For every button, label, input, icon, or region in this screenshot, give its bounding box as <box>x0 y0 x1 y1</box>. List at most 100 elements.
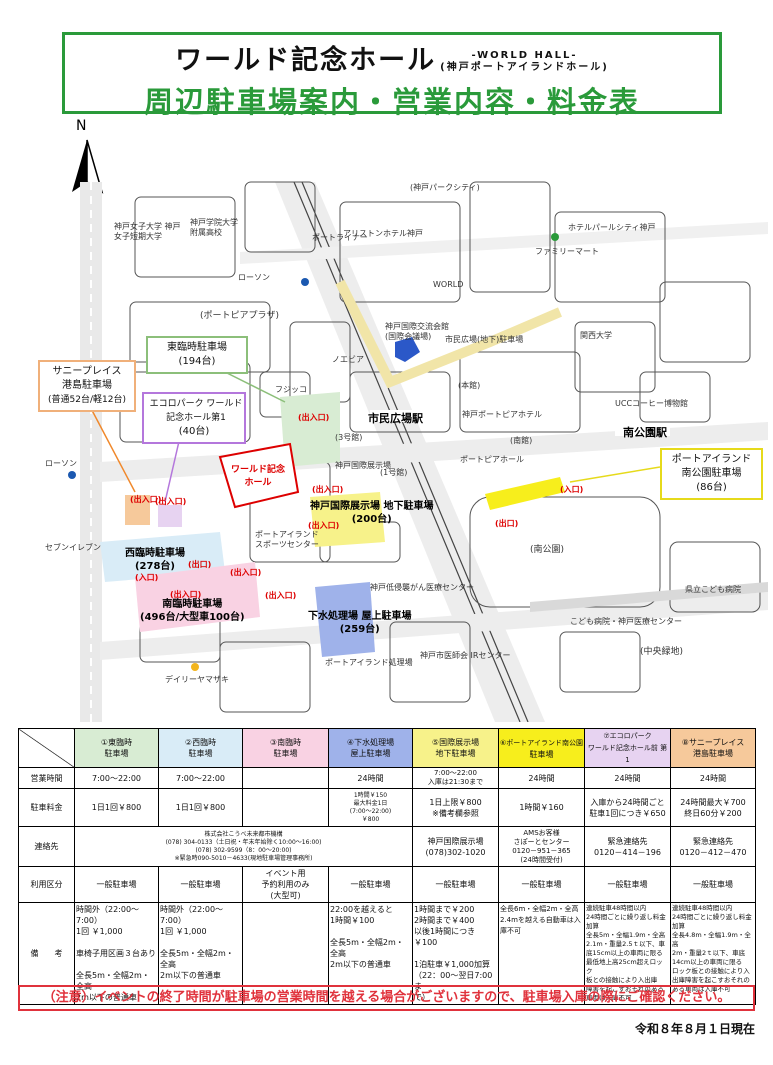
contact-5b: (078)302-1020 <box>425 847 486 857</box>
fee-4a: 1時間￥150 <box>353 791 388 799</box>
note-line: 24時間ごとに繰り返し料金 <box>586 913 666 921</box>
notes-1: 時間外（22:00～7:00）1回 ￥1,000 車椅子用区画３台あり 全長5m… <box>74 902 159 1005</box>
label-fujikko: フジッコ <box>275 385 307 394</box>
label-family: ファミリーマート <box>535 247 599 256</box>
label-noebia: ノエビア <box>332 355 364 364</box>
note-line: 連続駐車48時間以内 <box>586 904 647 912</box>
contact-6c: 0120－951－365 <box>512 846 571 855</box>
usage-8: 一般駐車場 <box>670 866 756 903</box>
entrance-6: (出入口) <box>230 568 262 577</box>
callout-eco-name: エコロパーク ワールド記念ホール第1 <box>149 399 243 423</box>
header-7-num: ⑦エコロパーク <box>603 732 652 740</box>
usage-7: 一般駐車場 <box>584 866 671 903</box>
label-daily: デイリーヤマザキ <box>165 675 229 684</box>
label-3gokan: (3号館) <box>335 433 363 442</box>
header-8: ⑧サニープレイス港島駐車場 <box>670 728 756 768</box>
lot-kokusai-name: 神戸国際展示場 地下駐車場 <box>310 501 434 512</box>
usage-6: 一般駐車場 <box>498 866 585 903</box>
fee-7a: 入庫から24時間ごと <box>590 797 665 807</box>
note-line: 2.1m・重量2.5ｔ以下、車 <box>586 940 666 948</box>
lot-gesui-name: 下水処理場 屋上駐車場 <box>308 611 412 622</box>
north-label: N <box>76 118 87 134</box>
note-line: 車両は入庫不可 <box>586 994 632 1002</box>
area-map: (神戸パークシティ) (ポートピアプラザ) (南公園) (中央緑地) 神戸女子大… <box>40 118 768 723</box>
header-3: ③南臨時駐車場 <box>242 728 329 768</box>
fee-5a: 1日上限￥800 <box>429 797 482 807</box>
row-hours-label: 営業時間 <box>18 767 75 789</box>
label-portopia-hall: ポートピアホール <box>460 455 524 464</box>
callout-sunny: サニープレイス 港島駐車場 (普通52台/軽12台) <box>38 360 136 412</box>
usage-3: イベント用予約利用のみ(大型可) <box>242 866 329 903</box>
label-ariston: アリストンホテル神戸 <box>343 229 423 238</box>
note-line: 以後1時間につき￥100 <box>414 927 476 947</box>
title-line2: 周辺駐車場案内・営業内容・料金表 <box>143 85 640 119</box>
label-1gokan: (1号館) <box>380 468 408 477</box>
notice-banner: （注意）イベントの終了時間が駐車場の営業時間を越える場合がございますので、駐車場… <box>18 985 755 1011</box>
contact-7b: 0120－414－196 <box>594 847 661 857</box>
entrance-in-2: (入口) <box>560 485 584 494</box>
note-line: 時間外（22:00～7:00） <box>160 905 224 925</box>
label-minami-koen: (南公園) <box>530 545 565 555</box>
label-kodomo: 県立こども病院 <box>685 585 741 594</box>
map-svg <box>40 122 768 723</box>
label-gesuisho: ポートアイランド処理場 <box>325 658 413 667</box>
label-hall: ワールド記念 ホール <box>230 465 285 488</box>
lot-kokusai: 神戸国際展示場 地下駐車場(200台) <box>310 500 433 526</box>
label-sports: ポートアイランド スポーツセンター <box>255 530 319 549</box>
callout-portisland: ポートアイランド 南公園駐車場(86台) <box>660 448 763 500</box>
note-line <box>160 937 241 948</box>
note-line: 最低地上高25cm超えロック <box>586 958 663 975</box>
note-line: 2m以下の普通車 <box>76 993 137 1002</box>
row-fee-label: 駐車料金 <box>18 788 75 827</box>
note-line: 2.4mを越える自動車は入 <box>500 916 581 924</box>
label-portopia-hotel: 神戸ポートピアホテル <box>462 410 542 419</box>
row-contact-label: 連絡先 <box>18 826 75 867</box>
header-8-num: ⑧サニープレイス <box>681 738 745 747</box>
world-hall-icon <box>218 442 300 509</box>
callout-portisland-cap: (86台) <box>696 482 727 493</box>
fee-5: 1日上限￥800※備考欄参照 <box>412 788 499 827</box>
header-5-name: 地下駐車場 <box>435 749 476 758</box>
note-line: 加算 <box>586 922 599 930</box>
note-line: 1回 ￥1,000 <box>160 927 207 936</box>
label-honkan: (本館) <box>458 381 481 390</box>
header-6-name: 駐車場 <box>529 749 554 759</box>
label-chuo: (中央緑地) <box>640 647 684 657</box>
note-line: 板との接触により入出庫 <box>586 976 658 984</box>
hours-4: 24時間 <box>328 767 413 789</box>
note-line: 24時間ごとに繰り返し料金 <box>672 913 752 921</box>
header-6: ⑥ポートアイランド南公園駐車場 <box>498 728 585 768</box>
contact-1b: (078) 304-0133（土日祝・年末年始除く10:00～16:00) <box>165 838 322 846</box>
note-line: 22:00を越えると <box>330 905 393 914</box>
note-line: 1時間まで￥200 <box>414 905 475 914</box>
fee-6: 1時間￥160 <box>498 788 585 827</box>
callout-sunny-name: サニープレイス 港島駐車場 <box>52 366 122 391</box>
label-kokusai-kaigi: 神戸国際交流会館 (国際会議場) <box>385 322 449 341</box>
note-line: で） <box>414 993 430 1002</box>
header-4-num: ④下水処理場 <box>346 738 395 747</box>
contact-8a: 緊急連絡先 <box>693 836 733 846</box>
lot-nishi-cap: (278台) <box>134 561 175 572</box>
lot-minami: 南臨時駐車場(496台/大型車100台) <box>140 598 245 624</box>
header-1-name: 駐車場 <box>104 749 129 758</box>
contact-5a: 神戸国際展示場 <box>427 836 484 846</box>
callout-sunny-cap: (普通52台/軽12台) <box>48 395 126 405</box>
hours-5b: 入庫は21:30まで <box>427 778 484 786</box>
callout-higashi-name: 東臨時駐車場 <box>167 342 227 353</box>
lot-gesui: 下水処理場 屋上駐車場(259台) <box>308 610 411 636</box>
note-line: 時間外（22:00～7:00） <box>76 905 140 925</box>
header-5: ⑤国際展示場地下駐車場 <box>412 728 499 768</box>
fee-table: ①東臨時駐車場 ②西臨時駐車場 ③南臨時駐車場 ④下水処理場屋上駐車場 ⑤国際展… <box>18 728 756 1005</box>
contact-7a: 緊急連絡先 <box>607 836 648 846</box>
row-usage-label: 利用区分 <box>18 866 75 903</box>
label-joshi: 神戸女子大学 神戸女子短期大学 <box>114 222 181 241</box>
header-4-name: 屋上駐車場 <box>350 749 391 758</box>
entrance-7: (出入口) <box>170 590 202 599</box>
hours-6: 24時間 <box>498 767 585 789</box>
note-line: 連続駐車48時間以内 <box>672 904 733 912</box>
